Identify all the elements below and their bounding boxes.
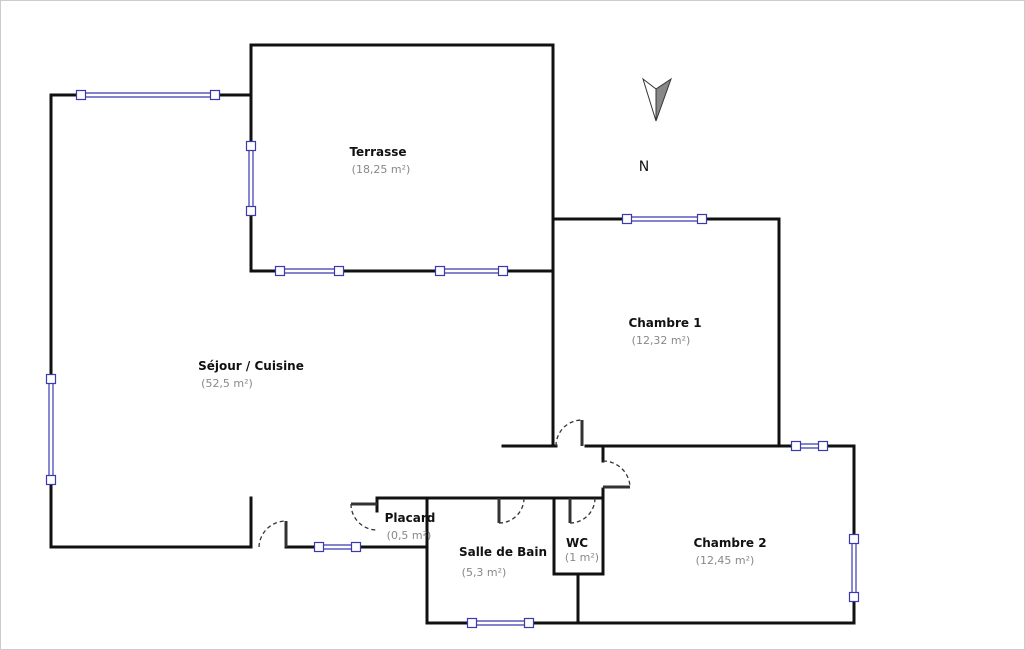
compass-north-label: N — [638, 159, 650, 175]
room-area-placard: (0,5 m²) — [386, 529, 432, 542]
room-name-chambre-1: Chambre 1 — [628, 316, 702, 330]
window — [621, 213, 708, 225]
doors — [258, 419, 631, 548]
room-name-wc: WC — [565, 536, 589, 550]
room-name-terrasse: Terrasse — [349, 145, 407, 159]
room-area-wc: (1 m²) — [564, 551, 600, 564]
window — [848, 533, 860, 603]
windows — [45, 89, 860, 629]
compass-arrow-icon — [642, 77, 672, 122]
room-name-salle-de-bain: Salle de Bain — [458, 545, 548, 559]
window — [434, 265, 509, 277]
room-name-sejour: Séjour / Cuisine — [198, 359, 304, 373]
window — [466, 617, 535, 629]
room-area-salle-de-bain: (5,3 m²) — [461, 566, 507, 579]
room-area-chambre-1: (12,32 m²) — [631, 334, 691, 347]
window — [75, 89, 221, 101]
room-area-sejour: (52,5 m²) — [201, 377, 253, 390]
window — [245, 140, 257, 217]
window — [790, 440, 829, 452]
room-area-chambre-2: (12,45 m²) — [695, 554, 755, 567]
window — [45, 373, 57, 486]
room-name-chambre-2: Chambre 2 — [693, 536, 767, 550]
window — [313, 541, 362, 553]
room-area-terrasse: (18,25 m²) — [351, 163, 411, 176]
window — [274, 265, 345, 277]
room-name-placard: Placard — [384, 511, 436, 525]
